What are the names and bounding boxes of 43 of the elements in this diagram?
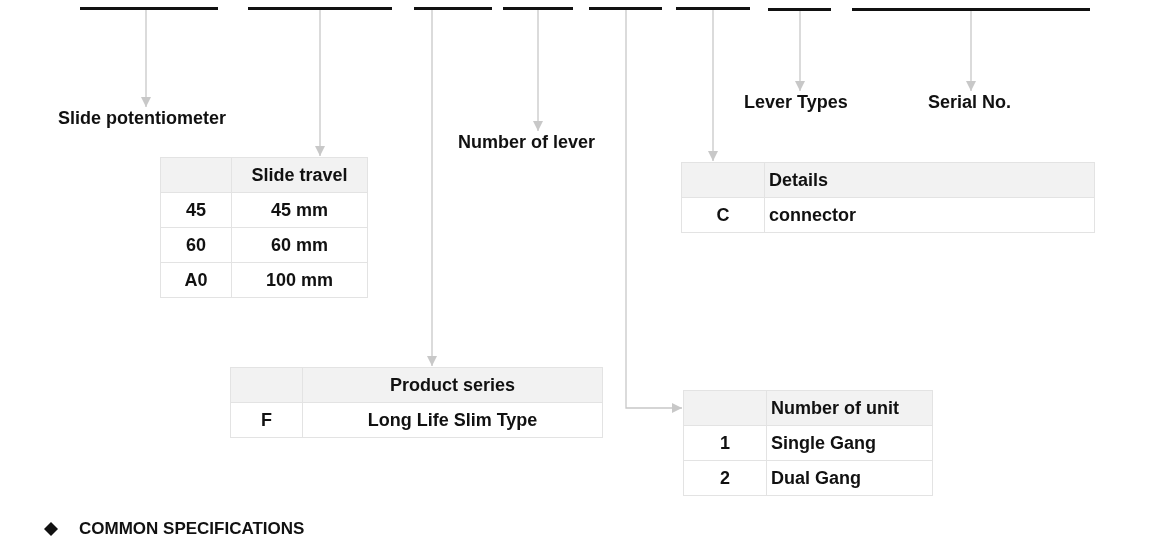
- code-table: [683, 390, 933, 496]
- description-cell: 100 mm: [231, 262, 368, 298]
- code-underline: [676, 7, 750, 10]
- header-cell: Number of unit: [766, 390, 933, 426]
- field-label: Serial No.: [928, 92, 1012, 113]
- code-underline: [248, 7, 392, 10]
- description-cell: Single Gang: [766, 425, 933, 461]
- arrow: [966, 10, 976, 92]
- code-table: [230, 367, 603, 438]
- code-underline: [852, 8, 1090, 11]
- arrow: [625, 9, 683, 413]
- header-cell: Slide travel: [231, 157, 368, 193]
- code-underline: [80, 7, 218, 10]
- code-table: [681, 162, 1095, 233]
- description-cell: 45 mm: [231, 192, 368, 228]
- code-cell: 1: [683, 425, 767, 461]
- code-cell: A0: [160, 262, 232, 298]
- arrow: [427, 9, 437, 367]
- description-cell: Long Life Slim Type: [302, 402, 603, 438]
- arrow: [708, 9, 718, 162]
- description-cell: 60 mm: [231, 227, 368, 263]
- field-label: Number of lever: [458, 132, 596, 153]
- code-cell: C: [681, 197, 765, 233]
- field-label: Lever Types: [744, 92, 848, 113]
- section-heading: COMMON SPECIFICATIONS: [79, 519, 305, 539]
- header-cell: Product series: [302, 367, 603, 403]
- code-cell: 2: [683, 460, 767, 496]
- arrow: [795, 10, 805, 92]
- code-cell: F: [230, 402, 303, 438]
- code-underline: [503, 7, 573, 10]
- arrow: [533, 9, 543, 132]
- code-cell: 45: [160, 192, 232, 228]
- code-underline: [768, 8, 831, 11]
- arrow: [141, 9, 151, 108]
- arrow: [315, 9, 325, 157]
- header-cell: Details: [764, 162, 1095, 198]
- code-table: [160, 157, 368, 298]
- description-cell: connector: [764, 197, 1095, 233]
- code-underline: [589, 7, 662, 10]
- code-cell: 60: [160, 227, 232, 263]
- description-cell: Dual Gang: [766, 460, 933, 496]
- code-underline: [414, 7, 492, 10]
- field-label: Slide potentiometer: [58, 108, 227, 129]
